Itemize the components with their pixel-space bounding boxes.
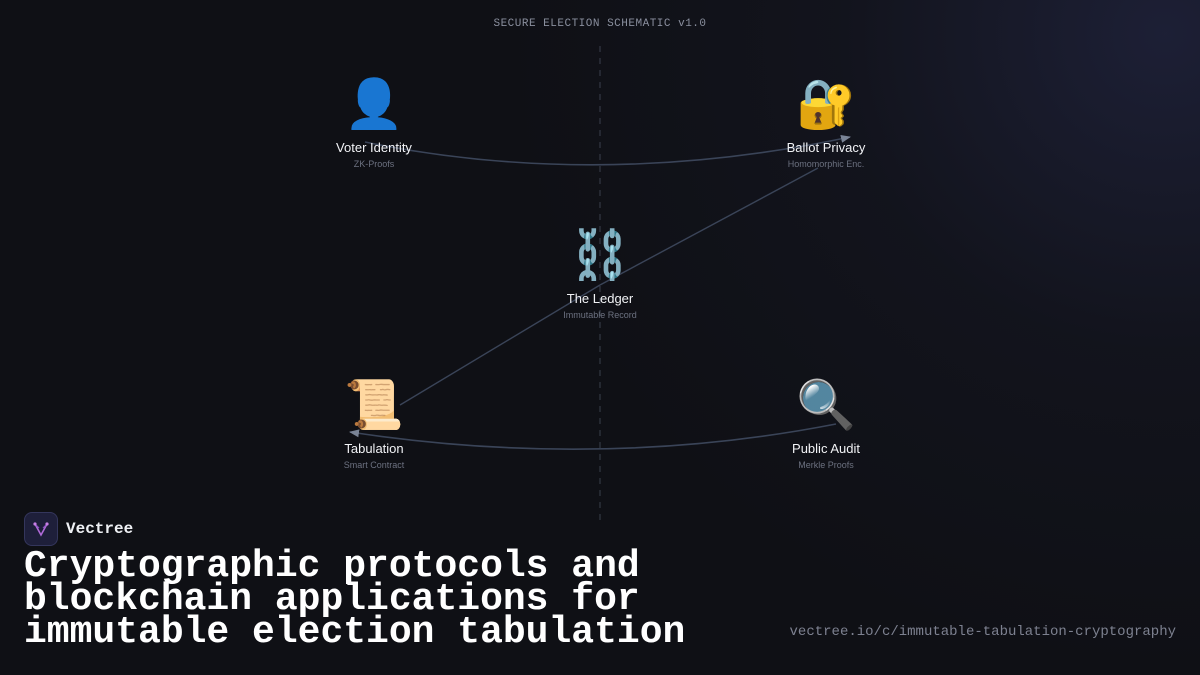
brand-name: Vectree (66, 520, 134, 538)
lock-key-icon: 🔐 (796, 76, 856, 132)
node-public-audit: 🔍 Public Audit Merkle Proofs (746, 377, 906, 470)
node-title: Ballot Privacy (786, 140, 866, 155)
node-subtitle: Homomorphic Enc. (787, 159, 865, 169)
magnifier-icon: 🔍 (796, 377, 856, 433)
headline: Cryptographic protocols and blockchain a… (24, 545, 686, 654)
node-the-ledger: ⛓️ The Ledger Immutable Record (520, 227, 680, 320)
node-title: Voter Identity (336, 140, 412, 155)
user-icon: 👤 (344, 76, 404, 132)
node-title: Tabulation (344, 441, 404, 456)
node-voter-identity: 👤 Voter Identity ZK-Proofs (294, 76, 454, 169)
scroll-icon: 📜 (344, 377, 404, 433)
connector-audit-to-tabulation (349, 423, 837, 450)
chain-icon: ⛓️ (570, 227, 630, 283)
brand[interactable]: Vectree (24, 512, 133, 546)
connector-ballot-to-ledger (599, 167, 819, 286)
node-title: Public Audit (792, 441, 860, 456)
schematic-label: SECURE ELECTION SCHEMATIC v1.0 (493, 18, 707, 30)
node-ballot-privacy: 🔐 Ballot Privacy Homomorphic Enc. (746, 76, 906, 169)
node-subtitle: Immutable Record (563, 310, 637, 320)
node-title: The Ledger (566, 291, 634, 306)
node-subtitle: Merkle Proofs (798, 460, 854, 470)
connector-ledger-to-tabulation (399, 284, 601, 406)
page-url[interactable]: vectree.io/c/immutable-tabulation-crypto… (789, 624, 1176, 640)
node-subtitle: Smart Contract (343, 460, 405, 470)
node-tabulation: 📜 Tabulation Smart Contract (294, 377, 454, 470)
connector-voter-to-ballot (364, 134, 851, 166)
node-subtitle: ZK-Proofs (353, 159, 395, 169)
vectree-logo-icon (24, 512, 58, 546)
